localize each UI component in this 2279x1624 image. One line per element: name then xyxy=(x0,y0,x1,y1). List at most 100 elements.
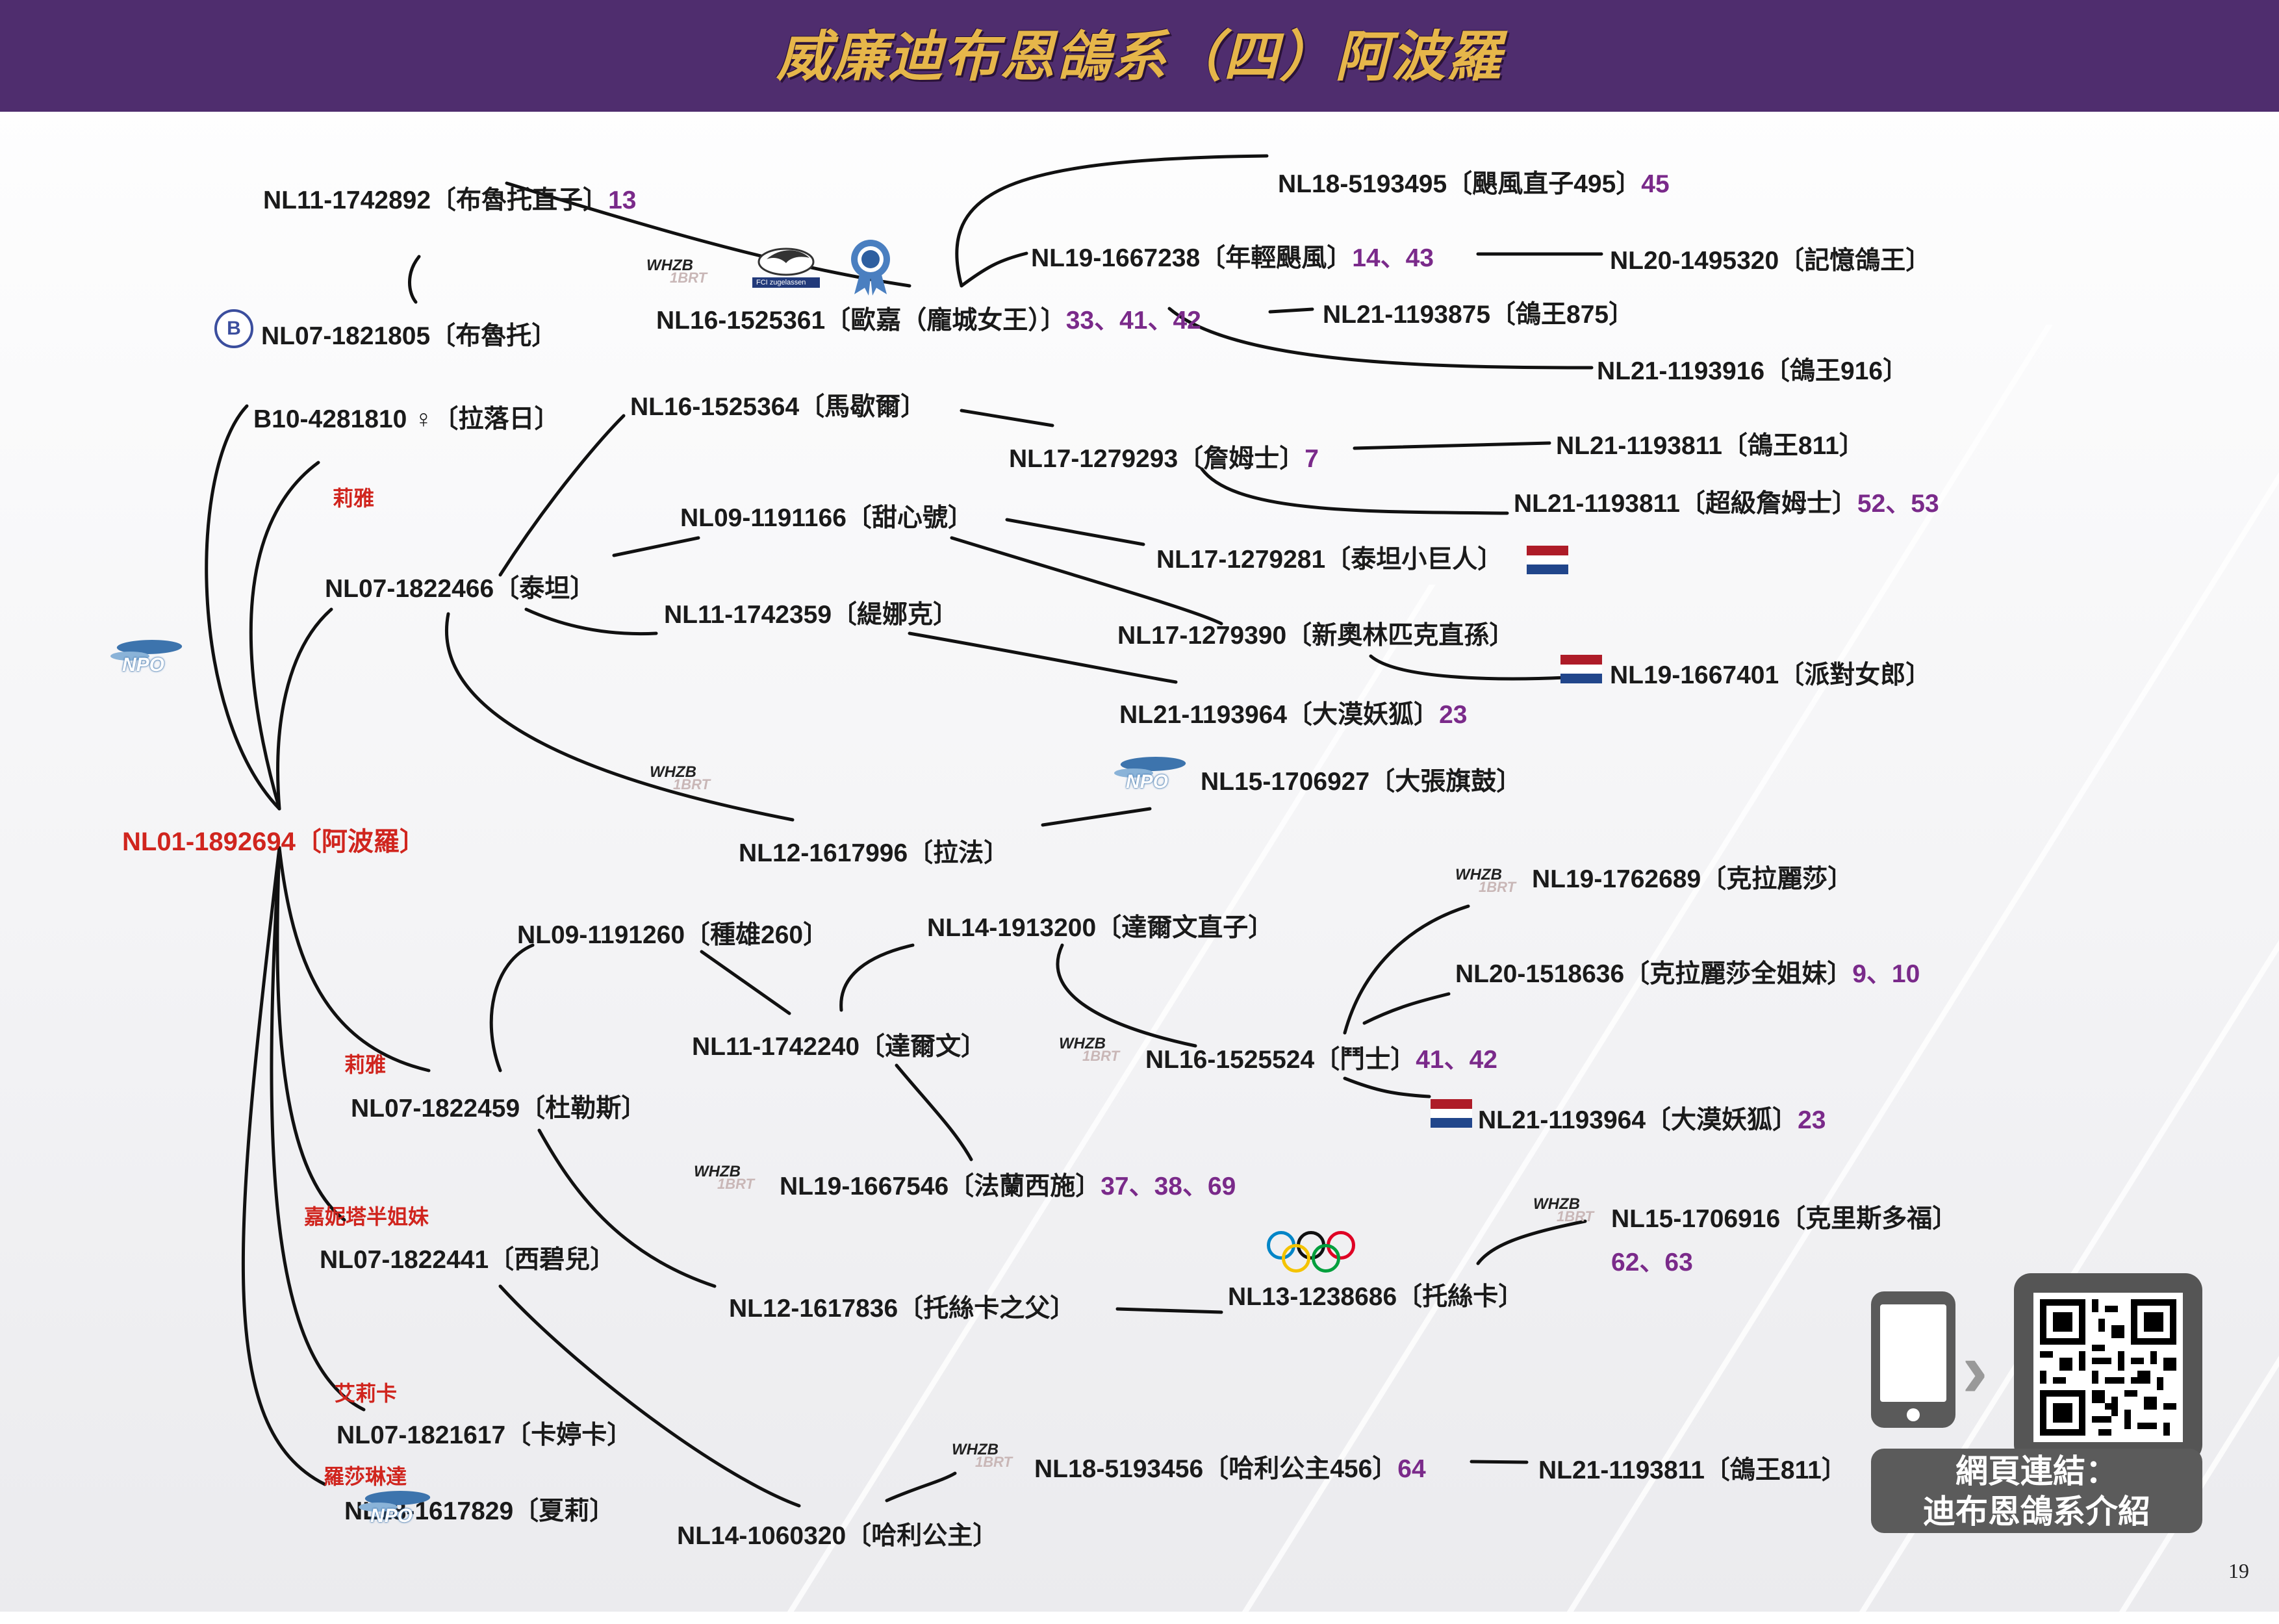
pigeon-name: 〔克里斯多福〕 xyxy=(1780,1205,1958,1233)
node-sibling: NL07-1822441〔西碧兒〕 xyxy=(320,1239,615,1276)
line-nl12-1617996-nl15-1706927 xyxy=(1041,807,1152,827)
node-offspring: NL11-1742359〔緹娜克〕 xyxy=(664,594,958,631)
ring-number: NL15-1706916 xyxy=(1611,1205,1781,1233)
node-offspring: NL17-1279293〔詹姆士〕7 xyxy=(1009,438,1319,475)
ring-number: NL09-1191260 xyxy=(517,921,685,949)
pigeon-name: 〔歐嘉（龐城女王）〕 xyxy=(825,307,1066,335)
line-nl17-1279293-nl21-super xyxy=(1200,467,1509,515)
node-offspring: NL15-1706916〔克里斯多福〕 xyxy=(1611,1199,1957,1235)
node-offspring: NL09-1191260〔種雄260〕 xyxy=(517,915,828,951)
ring-number: NL20-1518636 xyxy=(1455,960,1625,988)
dam-label: 嘉妮塔半姐妹 xyxy=(304,1205,429,1228)
ring-number: NL07-1822459 xyxy=(351,1095,520,1123)
phone-icon xyxy=(1871,1291,1955,1428)
line-nl17-1279293-nl21-811 xyxy=(1353,441,1551,450)
line-nl14-1913200-nl16-1525524 xyxy=(1056,943,1197,1048)
node-offspring: NL19-1667238〔年輕颶風〕14、43 xyxy=(1031,238,1434,274)
generation-ref: 33、41、42 xyxy=(1065,307,1201,335)
pigeon-name: 〔夏莉〕 xyxy=(513,1497,615,1525)
ring-number: NL07-1821805 xyxy=(261,322,431,350)
ring-number: NL07-1822441 xyxy=(320,1246,489,1274)
pigeon-name: 〔鴿王811〕 xyxy=(1722,432,1865,460)
ring-number: NL12-1617996 xyxy=(739,839,908,867)
pigeon-name: 〔鴿王811〕 xyxy=(1704,1456,1847,1484)
node-dam: B10-4281810 ♀〔拉落日〕 xyxy=(253,399,559,435)
line-root-b10 xyxy=(205,404,281,811)
node-offspring: NL19-1667401〔派對女郎〕 xyxy=(1610,655,1931,691)
line-nl16-1525524-nl19-1762689 xyxy=(1343,904,1470,1035)
qr-code[interactable] xyxy=(2014,1273,2202,1462)
pigeon-name: 〔大漠妖狐〕 xyxy=(1287,701,1440,729)
pigeon-name: 〔拉法〕 xyxy=(908,839,1010,867)
ring-number: NL21-1193875 xyxy=(1323,301,1491,329)
ring-number: NL17-1279293 xyxy=(1009,445,1178,473)
generation-ref: 7 xyxy=(1305,445,1319,473)
pigeon-name: 〔哈利公主456〕 xyxy=(1203,1455,1398,1483)
ring-number: NL21-1193811 xyxy=(1556,432,1722,460)
ring-number: NL15-1706927 xyxy=(1201,768,1370,796)
pigeon-name: 〔布魯托直子〕 xyxy=(431,186,609,214)
line-nl16-1525364-nl17-1279293 xyxy=(960,409,1054,427)
node-offspring: NL21-1193964〔大漠妖狐〕23 xyxy=(1478,1100,1826,1136)
node-offspring-gen: 62、63 xyxy=(1611,1242,1693,1278)
line-nl07-1822466-nl12-1617996 xyxy=(445,612,795,822)
ring-number: NL09-1191166 xyxy=(680,504,847,532)
generation-ref: 23 xyxy=(1798,1106,1826,1134)
qr-caption: 網頁連結： 迪布恩鴿系介紹 xyxy=(1871,1449,2202,1533)
ring-number: NL19-1667238 xyxy=(1031,244,1201,272)
ring-number: NL19-1667401 xyxy=(1610,661,1779,689)
belgian-federation-badge-icon: B xyxy=(214,309,253,348)
ring-number: NL16-1525361 xyxy=(656,307,826,335)
ring-number: NL18-5193495 xyxy=(1278,170,1447,198)
pigeon-name: 〔泰坦〕 xyxy=(494,575,596,603)
netherlands-flag-icon xyxy=(1431,1099,1472,1128)
ring-number: NL11-1742892 xyxy=(263,186,431,214)
node-offspring: NL11-1742240〔達爾文〕 xyxy=(692,1026,986,1063)
pigeon-name: 〔記憶鴿王〕 xyxy=(1779,247,1931,275)
fci-logo-icon: FCI zugelassen xyxy=(747,244,825,289)
node-offspring: NL20-1495320〔記憶鴿王〕 xyxy=(1610,240,1931,277)
dam-label: 莉雅 xyxy=(344,1053,387,1076)
pigeon-name: 〔阿波羅〕 xyxy=(295,828,426,856)
ring-number: NL11-1742359 xyxy=(664,601,832,629)
line-nl17-1279390-nl19-1667401 xyxy=(1369,654,1568,681)
qr-link-panel[interactable]: › 網頁連結： 迪布恩鴿系介紹 xyxy=(1871,1273,2202,1533)
ring-number: NL17-1279390 xyxy=(1117,622,1287,650)
node-offspring: NL20-1518636〔克拉麗莎全姐妹〕9、10 xyxy=(1455,954,1920,990)
line-nl16-1525524-nl21-1193964 xyxy=(1343,1076,1431,1098)
pigeon-name: 〔克拉麗莎全姐妹〕 xyxy=(1624,960,1853,988)
node-sibling: NL07-1822459〔杜勒斯〕 xyxy=(351,1088,646,1124)
generation-ref: 14、43 xyxy=(1352,244,1434,272)
page-title: 威廉迪布恩鴿系（四）阿波羅 xyxy=(776,26,1503,87)
node-offspring: NL17-1279390〔新奧林匹克直孫〕 xyxy=(1117,615,1514,652)
line-nl16-nl21-916 xyxy=(1167,307,1594,370)
npo-logo-icon: NPO xyxy=(1114,757,1192,796)
pigeon-name: 〔超級詹姆士〕 xyxy=(1679,490,1857,518)
dam-label: 莉雅 xyxy=(333,487,375,510)
pigeon-name: 〔達爾文直子〕 xyxy=(1096,914,1274,942)
node-sire-line: NL11-1742892〔布魯托直子〕13 xyxy=(263,180,636,216)
pigeon-name: 〔甜心號〕 xyxy=(846,504,973,532)
line-nl16-nl21-875 xyxy=(1268,307,1314,314)
pigeon-name: 〔詹姆士〕 xyxy=(1178,445,1305,473)
generation-ref: 9、10 xyxy=(1852,960,1920,988)
node-root: NL01-1892694〔阿波羅〕 xyxy=(122,820,426,858)
ring-number: NL21-1193964 xyxy=(1478,1106,1646,1134)
node-offspring: NL12-1617836〔托絲卡之父〕 xyxy=(729,1288,1075,1325)
npo-logo-icon: NPO xyxy=(110,640,188,679)
generation-ref: 41、42 xyxy=(1416,1046,1497,1074)
line-nl11-1742240-nl19-1667546 xyxy=(895,1063,973,1161)
node-offspring: NL14-1060320〔哈利公主〕 xyxy=(677,1516,998,1552)
node-offspring: NL16-1525361〔歐嘉（龐城女王）〕33、41、42 xyxy=(656,300,1201,336)
page-number: 19 xyxy=(2228,1559,2249,1582)
line-nl09-1191260-nl11-1742240 xyxy=(700,950,791,1015)
dam-label: 羅莎琳達 xyxy=(324,1465,407,1488)
line-nl07-1822466-nl16-1525364 xyxy=(498,414,626,577)
line-root-nl07-1822459 xyxy=(277,846,431,1072)
